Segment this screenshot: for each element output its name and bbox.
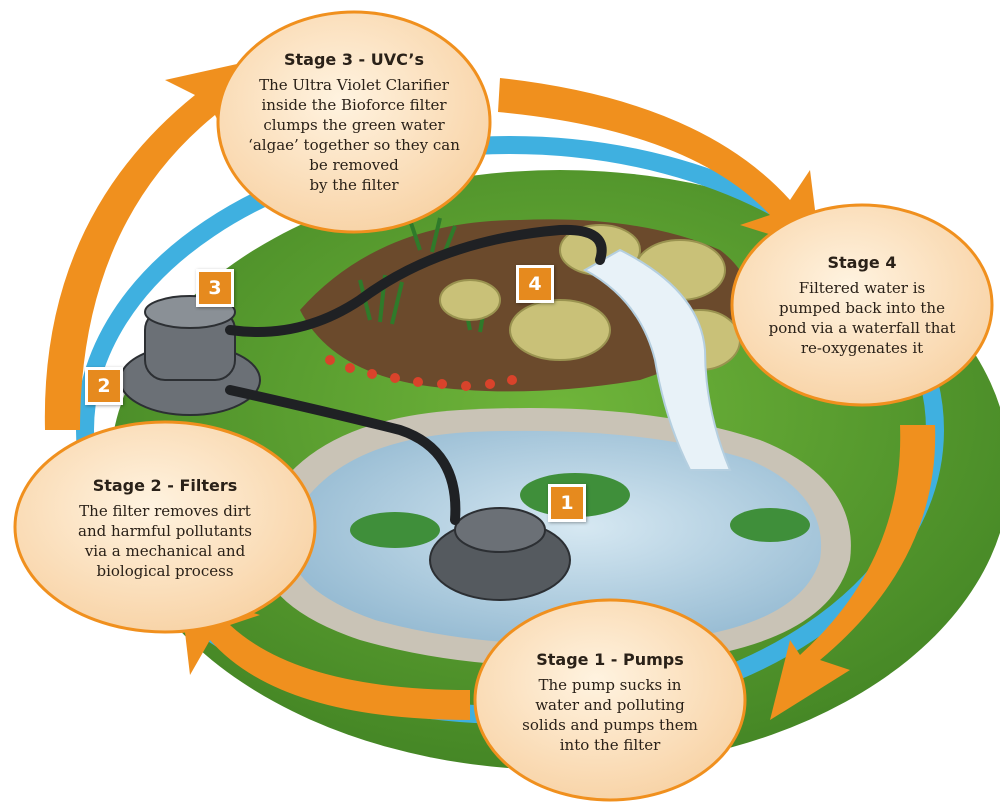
stage-3-bubble: Stage 3 - UVC’s The Ultra Violet Clarifi…: [228, 24, 480, 220]
stage-4-bubble-shape: [730, 203, 994, 407]
marker-2: 2: [85, 367, 123, 405]
stage-2-title: Stage 2 - Filters: [92, 475, 238, 495]
pump: [429, 507, 571, 601]
marker-4: 4: [516, 265, 554, 303]
stage-3-title: Stage 3 - UVC’s: [283, 49, 425, 69]
stage-4-title: Stage 4: [827, 252, 897, 272]
waterfall: [582, 248, 732, 471]
stage-2-description: The filter removes dirt and harmful poll…: [78, 501, 252, 580]
stage-4-bubble: Stage 4 Filtered water is pumped back in…: [742, 230, 982, 380]
arrow-3-to-4: [498, 78, 820, 250]
stage-2-bubble-shape: [13, 420, 317, 634]
stage-3-bubble-shape: [216, 10, 492, 234]
stage-1-bubble-shape: [473, 598, 747, 802]
hoses: [225, 224, 607, 525]
stage-bubbles: [13, 10, 994, 802]
stage-1-title: Stage 1 - Pumps: [536, 649, 684, 669]
stage-1-description: The pump sucks in water and polluting so…: [522, 675, 698, 754]
stage-4-description: Filtered water is pumped back into the p…: [768, 278, 956, 357]
arrow-4-to-1: [770, 425, 936, 720]
stage-2-bubble: Stage 2 - Filters The filter removes dir…: [35, 448, 295, 608]
marker-1: 1: [548, 484, 586, 522]
stage-3-description: The Ultra Violet Clarifier inside the Bi…: [248, 75, 460, 194]
stage-1-bubble: Stage 1 - Pumps The pump sucks in water …: [490, 624, 730, 780]
flower-bed: [325, 355, 517, 391]
arrow-1-to-2: [180, 590, 470, 720]
marker-3: 3: [196, 269, 234, 307]
